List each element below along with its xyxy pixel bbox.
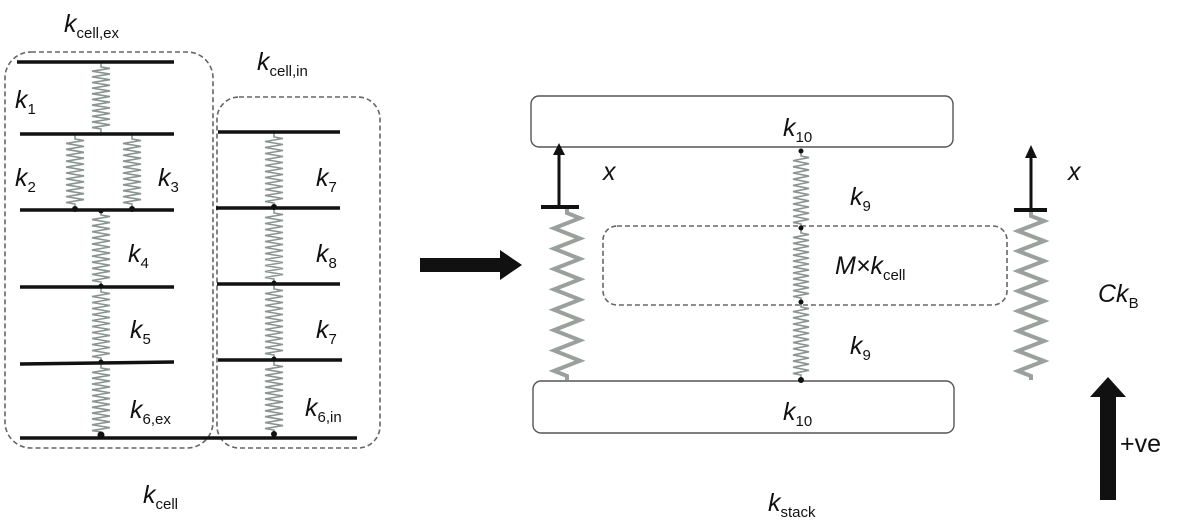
label-x-left: x (602, 158, 617, 186)
label-kstack: kstack (768, 489, 816, 521)
cells-group-outline (602, 225, 1008, 306)
spring-icon (91, 63, 111, 133)
cell-in-group-outline (216, 96, 381, 449)
bolt-right (1014, 145, 1047, 212)
label-kcell-in: kcell,in (257, 48, 308, 80)
label-x-right: x (1067, 158, 1082, 186)
label-ckb: CkB (1098, 280, 1139, 312)
spring-label: k6,in (305, 394, 342, 426)
spring-labels: k1 k2 k3 k4 k5 k6,ex k7 k8 k7 k6,in (15, 86, 342, 428)
spring-icon (91, 211, 111, 286)
arrow-up-icon (1025, 145, 1037, 158)
bolt-left (541, 143, 579, 209)
stack-joint-dots (798, 148, 804, 383)
spring-label: k8 (316, 240, 337, 272)
spring-icon (264, 209, 284, 283)
label-upper-k9: k9 (850, 183, 871, 215)
spring-label: k2 (15, 164, 36, 196)
arrow-up-icon (553, 143, 565, 155)
spring-icon (264, 285, 284, 359)
spring-icon (548, 209, 586, 380)
plate (19, 360, 175, 366)
top-end-plate (530, 95, 954, 148)
label-top-k10: k10 (783, 114, 812, 146)
spring-icon (65, 135, 85, 208)
transform-arrow-icon (420, 250, 522, 280)
label-positive-direction: +ve (1120, 430, 1161, 458)
label-kcell: kcell (143, 481, 178, 513)
spring-icon (792, 152, 810, 228)
spring-label: k3 (158, 164, 179, 196)
spring-icon (264, 133, 284, 207)
spring-icon (792, 229, 810, 302)
spring-icon (792, 303, 810, 379)
label-bottom-k10: k10 (783, 398, 812, 430)
label-m-kcell: M×kcell (835, 252, 905, 284)
spring-label: k6,ex (130, 396, 171, 428)
spring-icon (122, 135, 142, 208)
spring-label: k5 (130, 316, 151, 348)
spring-label: k1 (15, 86, 36, 118)
label-kcell-ex: kcell,ex (64, 10, 120, 42)
spring-icon (1012, 212, 1050, 380)
springs-layer (65, 63, 1050, 436)
joint-dots (72, 204, 277, 439)
spring-label: k7 (316, 164, 337, 196)
bottom-end-plate (532, 380, 955, 434)
label-lower-k9: k9 (850, 332, 871, 364)
spring-icon (91, 288, 111, 362)
spring-label: k7 (316, 316, 337, 348)
spring-icon (264, 361, 284, 434)
spring-label: k4 (128, 240, 149, 272)
spring-icon (91, 364, 111, 436)
cell-ex-group-outline (4, 51, 214, 449)
positive-direction-arrow-icon (1090, 377, 1126, 500)
